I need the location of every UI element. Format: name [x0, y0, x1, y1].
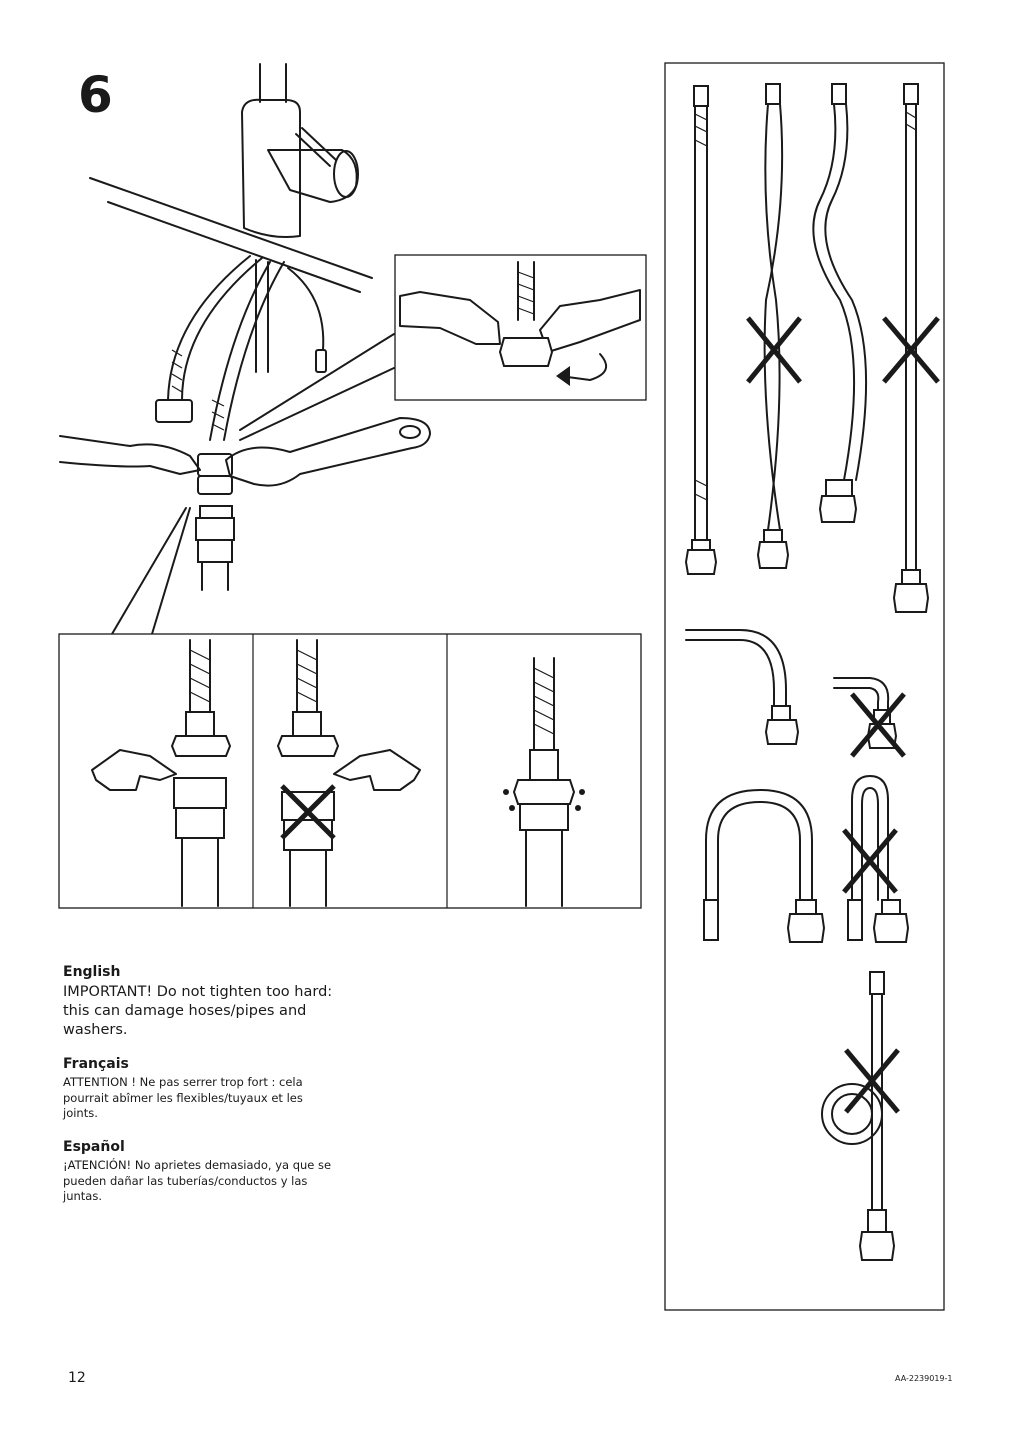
hose-coiled-wrong: [821, 971, 900, 1261]
water-drop-icon: [503, 789, 585, 811]
step-number: 6: [78, 66, 113, 124]
cross-mark-icon: [850, 692, 906, 758]
cross-mark-icon: [882, 316, 940, 384]
pipe-icon: [195, 505, 235, 591]
cross-mark-icon: [844, 1048, 900, 1114]
hose-icon: [155, 255, 327, 495]
hose-sharp-bend-wrong: [833, 677, 906, 758]
language-text: ATTENTION ! Ne pas serrer trop fort : ce…: [63, 1075, 303, 1121]
faucet-icon: [89, 63, 373, 293]
language-title: Español: [63, 1139, 125, 1155]
wrench-icon: [59, 417, 431, 487]
instruction-french: Français ATTENTION ! Ne pas serrer trop …: [63, 1056, 338, 1122]
rotate-arrow-icon: [556, 366, 570, 386]
wrench-detail: [399, 261, 641, 386]
page-number: 12: [68, 1370, 86, 1386]
language-title: English: [63, 964, 121, 980]
hand-pointer-icon: [333, 749, 421, 791]
hose-stretched-wrong: [882, 83, 940, 613]
instruction-spanish: Español ¡ATENCIÓN! No aprietes demasiado…: [63, 1139, 338, 1205]
document-code: AA-2239019-1: [895, 1374, 953, 1383]
hose-straight-ok: [684, 85, 718, 575]
language-title: Français: [63, 1056, 129, 1072]
hose-twisted-wrong: [746, 83, 802, 569]
cross-mark-icon: [280, 784, 336, 840]
hose-tight-loop-wrong: [842, 775, 910, 943]
language-text: IMPORTANT! Do not tighten too hard: this…: [63, 984, 333, 1038]
hand-pointer-icon: [91, 749, 177, 791]
panel-missing-washer: [276, 639, 421, 907]
panel-leaking: [503, 657, 585, 907]
cross-mark-icon: [746, 316, 802, 384]
language-text: ¡ATENCIÓN! No aprietes demasiado, ya que…: [63, 1158, 332, 1204]
hose-gentle-curve-ok: [685, 629, 800, 745]
panel-correct-washer: [91, 639, 232, 907]
hose-u-loop-ok: [703, 789, 826, 943]
hose-bent-ok: [812, 83, 868, 523]
instruction-english: English IMPORTANT! Do not tighten too ha…: [63, 964, 338, 1040]
cross-mark-icon: [842, 828, 898, 894]
